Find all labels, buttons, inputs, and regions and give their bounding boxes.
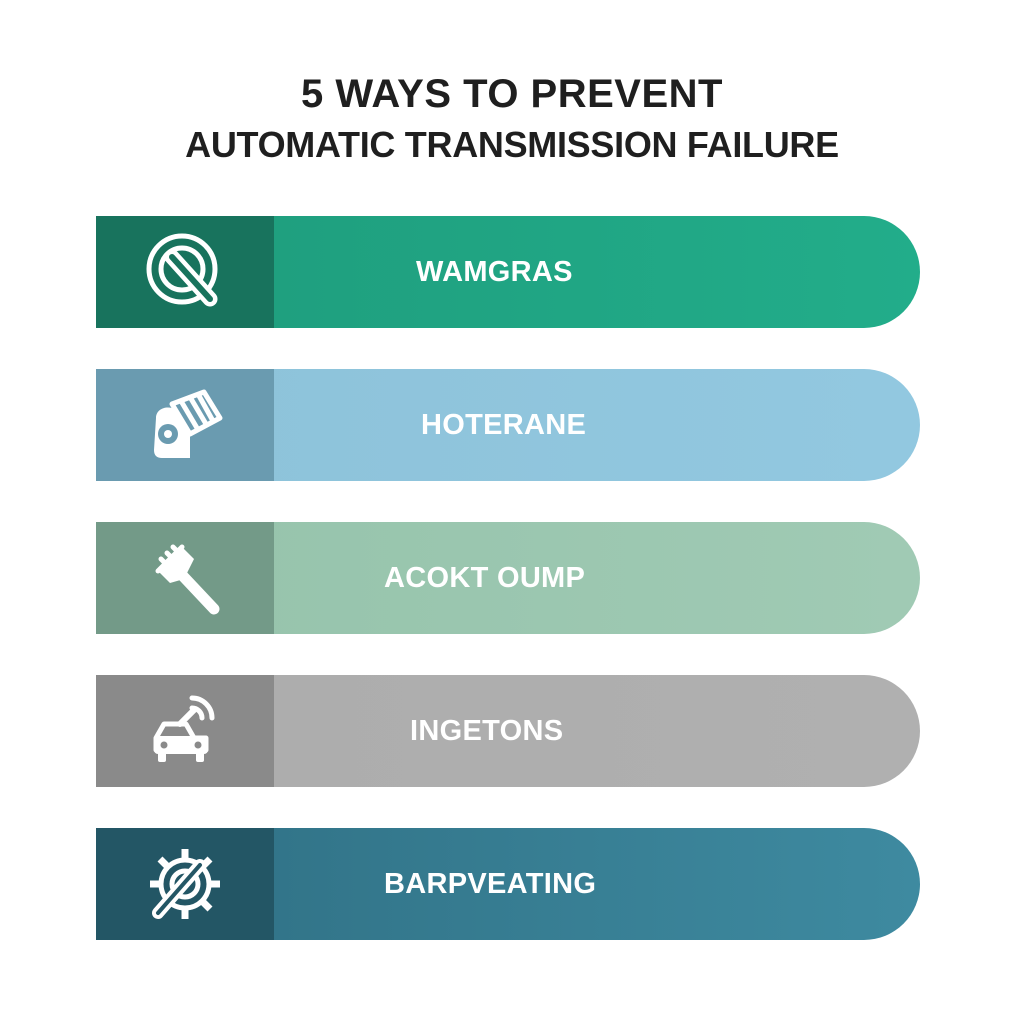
step-4: INGETONS	[96, 675, 920, 787]
steps-list: WAMGRAS HOTERANE	[96, 216, 920, 981]
step-4-icon-cell	[96, 675, 274, 787]
step-1-label: WAMGRAS	[416, 256, 573, 288]
car-signal-icon	[153, 695, 215, 762]
step-2: HOTERANE	[96, 369, 920, 481]
step-5: BARPVEATING	[96, 828, 920, 940]
step-5-label: BARPVEATING	[384, 868, 597, 900]
step-3-label: ACOKT OUMP	[384, 562, 586, 594]
step-3-icon-cell	[96, 522, 274, 634]
gear-wrench-icon	[150, 849, 220, 919]
step-2-label: HOTERANE	[421, 409, 587, 441]
step-1-icon-cell	[96, 216, 274, 328]
dipstick-gauge-icon	[146, 233, 218, 307]
step-5-icon-cell	[96, 828, 274, 940]
page-title-line-2: AUTOMATIC TRANSMISSION FAILURE	[185, 124, 839, 165]
brush-tool-icon	[155, 544, 220, 615]
page-title-line-1: 5 WAYS TO PREVENT	[301, 72, 723, 116]
step-3: ACOKT OUMP	[96, 522, 920, 634]
step-2-icon-cell	[96, 369, 274, 481]
step-1: WAMGRAS	[96, 216, 920, 328]
step-4-label: INGETONS	[410, 715, 564, 747]
transmission-filter-icon	[154, 389, 223, 458]
